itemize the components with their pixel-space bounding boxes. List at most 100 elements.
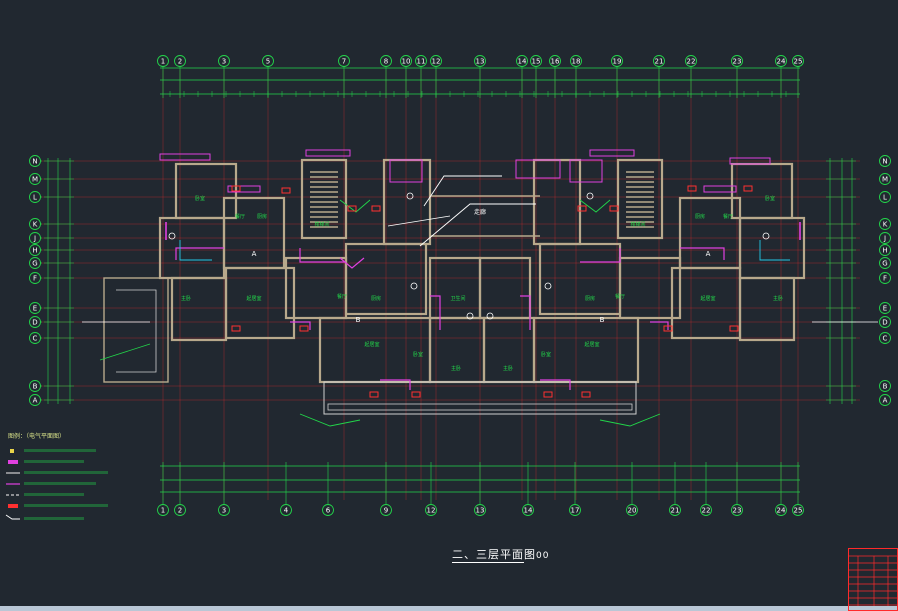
- room-label: 餐厅: [615, 293, 625, 300]
- legend-text-placeholder: [24, 471, 108, 474]
- balcony-rail: [327, 403, 633, 411]
- electrical-panel-outline: [703, 185, 737, 193]
- wire-green: [99, 343, 151, 361]
- axis-bubble-top-label: 2: [178, 58, 182, 66]
- axis-bubble-right-label: F: [883, 275, 887, 283]
- equipment-marker: [663, 325, 673, 332]
- wall-left-stair: [300, 158, 348, 240]
- leader-line: [419, 203, 536, 247]
- axis-bubble-top: [415, 55, 427, 67]
- room-label: 卧室: [541, 351, 551, 358]
- legend-swatch: [8, 504, 18, 508]
- electrical-panel-outline: [227, 185, 261, 193]
- equipment-marker: [743, 185, 753, 192]
- fixture-symbol: [486, 312, 494, 320]
- electrical-panel-outline: [569, 159, 603, 183]
- room-label: 主卧: [773, 295, 783, 302]
- fixture-symbol: [762, 232, 770, 240]
- axis-bubble-top-label: 15: [532, 58, 541, 66]
- axis-bubble-left-label: E: [33, 305, 37, 313]
- axis-bubble-top-label: 5: [266, 58, 270, 66]
- room-label: B: [356, 316, 361, 324]
- equipment-marker: [687, 185, 697, 192]
- axis-bubble-bottom: [474, 504, 486, 516]
- axis-bubble-left: [29, 191, 41, 203]
- wall-ext-stair: [103, 277, 169, 383]
- wire-magenta: [175, 247, 224, 260]
- axis-bubble-bottom: [522, 504, 534, 516]
- axis-bubble-top-label: 13: [476, 58, 485, 66]
- axis-bubble-left: [29, 218, 41, 230]
- axis-bubble-bottom: [425, 504, 437, 516]
- wall-left-living-b: [224, 266, 296, 340]
- room-labels: 卧室餐厅主卧起居室厨房餐厅起居室厨房卧室卫生间主卧主卧卧室起居室厨房餐厅起居室主…: [181, 195, 783, 372]
- wire-cyan: [759, 240, 790, 261]
- axis-bubble-bottom: [280, 504, 292, 516]
- axis-bubble-bottom-label: 14: [524, 507, 533, 515]
- axis-bubble-bottom: [669, 504, 681, 516]
- wire-magenta: [650, 321, 669, 330]
- axis-bubble-right: [879, 232, 891, 244]
- room-label: 走廊: [474, 208, 486, 216]
- wire-green: [599, 413, 661, 427]
- axis-bubble-left-label: L: [33, 194, 37, 202]
- room-label: 厨房: [585, 295, 595, 302]
- axis-bubble-right-label: N: [882, 158, 887, 166]
- axis-bubble-top-label: 23: [733, 58, 742, 66]
- axis-bubble-top: [530, 55, 542, 67]
- equipment-marker: [609, 205, 619, 212]
- equipment-marker: [369, 391, 379, 398]
- axis-bubble-top: [218, 55, 230, 67]
- axis-bubble-top-label: 3: [222, 58, 226, 66]
- axis-bubble-right-label: L: [883, 194, 887, 202]
- axis-bubble-top-label: 25: [794, 58, 803, 66]
- axis-bubble-top: [157, 55, 169, 67]
- drawing-title: 二、三层平面图00: [452, 546, 549, 562]
- axis-bubble-bottom-label: 20: [628, 507, 637, 515]
- axis-bubble-bottom: [174, 504, 186, 516]
- legend-text-placeholder: [24, 460, 84, 463]
- room-label: A: [252, 250, 257, 258]
- axis-bubble-left: [29, 173, 41, 185]
- wire-magenta: [680, 247, 725, 260]
- axis-bubble-bottom: [731, 504, 743, 516]
- axis-bubble-left-label: C: [33, 335, 38, 343]
- equipment-marker: [543, 391, 553, 398]
- axis-bubble-top: [262, 55, 274, 67]
- axis-bubble-bottom-label: 25: [794, 507, 803, 515]
- axis-bubble-right: [879, 380, 891, 392]
- axis-bubble-top: [400, 55, 412, 67]
- wire-magenta: [339, 257, 365, 269]
- axis-bubble-top: [380, 55, 392, 67]
- room-label: 主卧: [451, 365, 461, 372]
- legend-text-placeholder: [24, 493, 84, 496]
- axis-bubble-right: [879, 316, 891, 328]
- wire-magenta: [540, 379, 571, 390]
- wire-magenta: [580, 248, 621, 263]
- axis-bubble-top-label: 14: [518, 58, 527, 66]
- axis-bubble-left: [29, 232, 41, 244]
- wall-outlines: [103, 158, 806, 415]
- axis-bubble-left: [29, 394, 41, 406]
- electrical-panel-outline: [589, 149, 635, 157]
- legend-swatch: [10, 449, 14, 453]
- electrical-panel-outline: [515, 159, 561, 179]
- axis-bubble-top-label: 24: [777, 58, 786, 66]
- axis-bubble-right: [879, 272, 891, 284]
- axis-bubble-right-label: M: [882, 176, 888, 184]
- axis-bubble-top: [611, 55, 623, 67]
- room-label: 厨房: [257, 213, 267, 220]
- wire-magenta: [520, 295, 531, 330]
- axis-bubble-bottom: [700, 504, 712, 516]
- fixture-symbol: [168, 232, 176, 240]
- axis-bubble-left: [29, 272, 41, 284]
- axis-bubble-bottom-label: 4: [284, 507, 289, 515]
- equipment-marker: [299, 325, 309, 332]
- axis-bubble-bottom-label: 12: [427, 507, 436, 515]
- leader-line: [423, 175, 502, 207]
- room-label: 起居室: [364, 341, 379, 348]
- wire-magenta: [430, 295, 441, 330]
- legend-swatch: [5, 514, 20, 520]
